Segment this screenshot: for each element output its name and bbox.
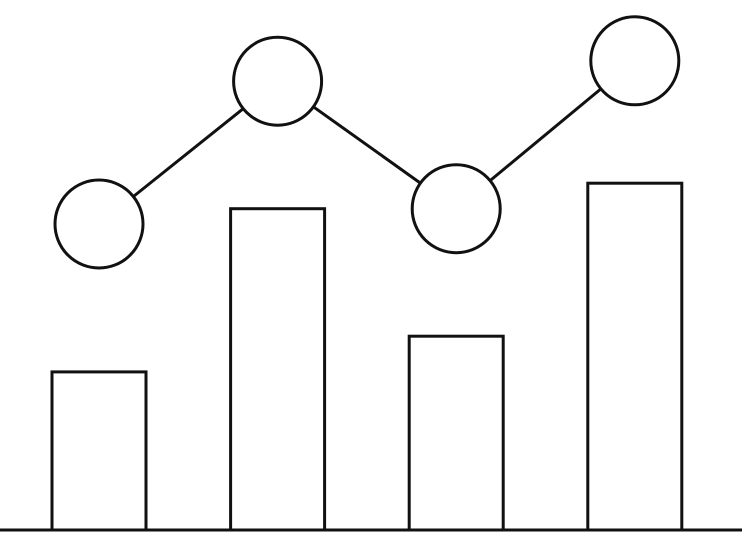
bar (229, 207, 327, 532)
trend-line-group (132, 87, 602, 198)
data-point (410, 163, 502, 255)
trend-line-segment (489, 87, 602, 182)
data-point (232, 35, 324, 127)
data-point (589, 15, 681, 107)
bar (407, 334, 505, 532)
trend-line-segment (312, 105, 422, 185)
trend-line-segment (132, 107, 245, 198)
bar (50, 370, 148, 532)
bar (586, 181, 684, 532)
bars-group (50, 181, 684, 532)
data-point (53, 178, 145, 270)
points-group (53, 15, 681, 270)
